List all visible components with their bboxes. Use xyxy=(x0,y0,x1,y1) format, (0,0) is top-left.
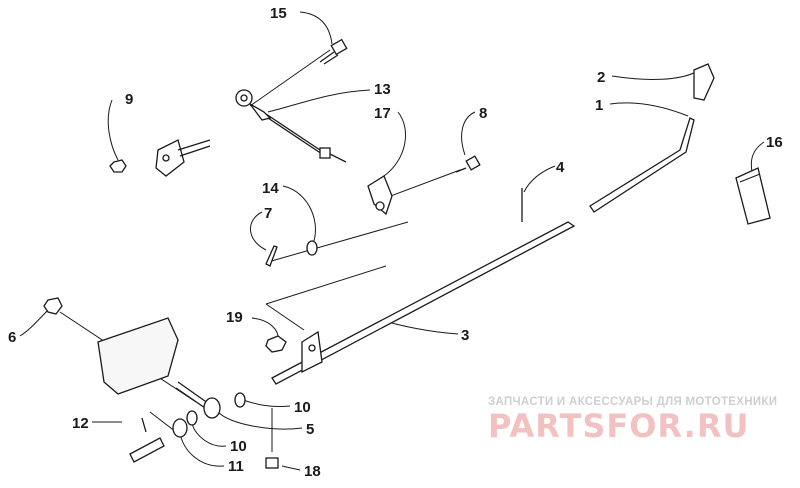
callout-19: 19 xyxy=(226,309,243,326)
callout-16: 16 xyxy=(766,134,783,151)
bolt-15 xyxy=(319,38,348,65)
callout-4: 4 xyxy=(556,159,565,176)
nut-6 xyxy=(43,297,63,315)
washer-10a xyxy=(234,392,246,408)
clevis-17 xyxy=(367,175,393,216)
handle-rod-1 xyxy=(589,117,695,213)
callout-17: 17 xyxy=(374,105,391,122)
callout-11: 11 xyxy=(228,458,244,475)
pad-16 xyxy=(735,167,771,225)
callout-12: 12 xyxy=(72,415,89,432)
watermark: ЗАПЧАСТИ И АКСЕССУАРЫ ДЛЯ МОТОТЕХНИКИ PA… xyxy=(488,396,777,445)
leader-1 xyxy=(609,102,689,117)
leader-9 xyxy=(107,99,119,161)
cotter-pin-7 xyxy=(265,245,278,267)
leader-7 xyxy=(250,211,267,251)
callout-labels: 15 2 1 9 13 17 8 16 4 14 7 6 19 3 10 5 1… xyxy=(8,5,783,480)
leader-18 xyxy=(281,465,301,471)
link-rod-13 xyxy=(235,89,347,163)
knob-2 xyxy=(693,63,715,101)
callout-5: 5 xyxy=(306,421,314,438)
callout-7: 7 xyxy=(264,205,272,222)
leader-2 xyxy=(611,71,697,80)
callout-1: 1 xyxy=(595,97,603,114)
callout-3: 3 xyxy=(461,327,469,344)
bushing-5 xyxy=(203,397,221,419)
leader-14 xyxy=(282,185,316,247)
bolt-18 xyxy=(265,457,279,469)
washer-14 xyxy=(306,240,318,256)
leader-4 xyxy=(523,165,556,193)
leader-8 xyxy=(461,111,476,156)
callout-10b: 10 xyxy=(230,438,247,455)
leader-15 xyxy=(299,11,333,45)
leader-10a xyxy=(242,399,291,407)
shaft-3 xyxy=(271,221,576,385)
leader-13 xyxy=(267,89,371,113)
nut-19 xyxy=(265,335,287,353)
leader-5 xyxy=(217,411,303,430)
bolt-8 xyxy=(455,155,481,173)
watermark-tagline: ЗАПЧАСТИ И АКСЕССУАРЫ ДЛЯ МОТОТЕХНИКИ xyxy=(488,396,777,408)
callout-15: 15 xyxy=(270,5,287,22)
leader-11 xyxy=(179,431,225,467)
callout-10a: 10 xyxy=(294,399,311,416)
callout-18: 18 xyxy=(304,463,321,480)
callout-14: 14 xyxy=(262,180,279,197)
washer-10b xyxy=(186,410,198,426)
nut-9 xyxy=(109,159,127,173)
pin-12 xyxy=(129,417,165,463)
mount-plate xyxy=(97,317,179,395)
callout-13: 13 xyxy=(374,81,391,98)
leader-10b xyxy=(191,423,227,447)
watermark-logo: PARTSFOR.RU xyxy=(488,407,749,445)
leader-16 xyxy=(750,141,765,173)
callout-8: 8 xyxy=(479,105,487,122)
leader-6 xyxy=(19,307,51,337)
leader-17 xyxy=(383,111,406,177)
callout-2: 2 xyxy=(597,69,605,86)
bracket xyxy=(155,139,211,177)
washer-11 xyxy=(172,418,188,438)
callout-9: 9 xyxy=(125,91,133,108)
callout-6: 6 xyxy=(8,329,16,346)
